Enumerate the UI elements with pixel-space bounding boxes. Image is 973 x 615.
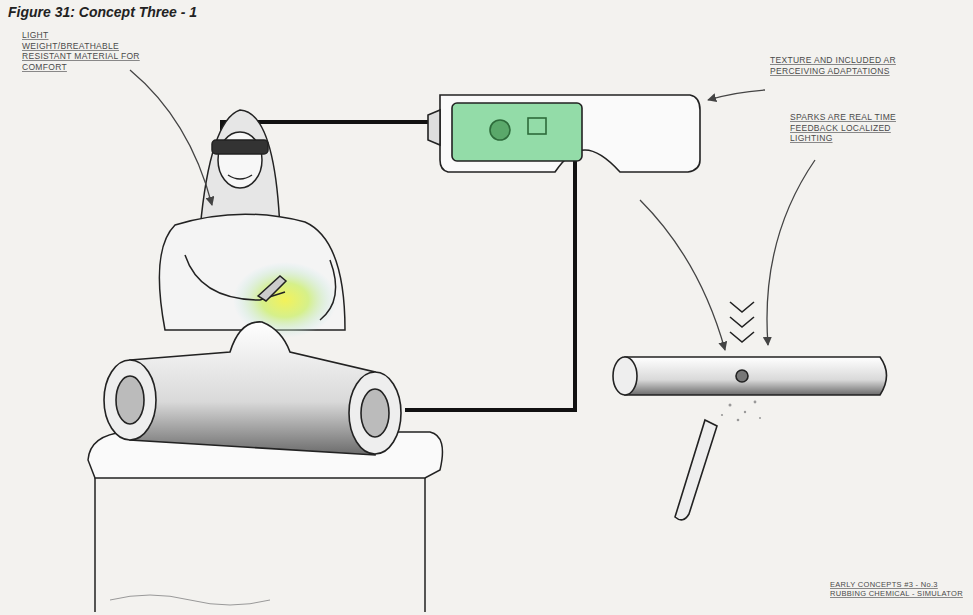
target-point bbox=[736, 370, 748, 382]
wire bbox=[405, 160, 575, 410]
pipe-body bbox=[625, 357, 887, 395]
pedestal bbox=[88, 432, 442, 612]
t-pipe bbox=[104, 322, 401, 455]
pipe-end bbox=[104, 360, 156, 440]
leaders bbox=[130, 70, 815, 350]
chevrons bbox=[730, 302, 754, 342]
leader-line bbox=[640, 200, 725, 350]
arm bbox=[320, 260, 336, 320]
annotation: EARLY CONCEPTS #3 - No.3 RUBBING CHEMICA… bbox=[830, 580, 965, 599]
pipe-end bbox=[349, 372, 401, 454]
pipe-bore bbox=[361, 389, 389, 437]
mouth bbox=[228, 175, 252, 179]
test-tube bbox=[675, 420, 717, 520]
arm bbox=[185, 255, 285, 300]
goggle-frame bbox=[440, 95, 700, 172]
ar-spark bbox=[490, 120, 510, 140]
pipe-body bbox=[130, 322, 375, 455]
camera bbox=[428, 110, 440, 145]
hood bbox=[200, 110, 280, 230]
annotation: TEXTURE AND INCLUDED AR PERCEIVING ADAPT… bbox=[770, 55, 900, 76]
leader-line bbox=[767, 160, 815, 345]
leader-line bbox=[130, 70, 212, 205]
headset bbox=[212, 140, 268, 154]
sketch-stroke bbox=[110, 595, 270, 605]
annotation: LIGHT WEIGHT/BREATHABLE RESISTANT MATERI… bbox=[22, 30, 140, 73]
goggles bbox=[428, 95, 700, 172]
stylus bbox=[258, 276, 286, 301]
pipe-end bbox=[613, 357, 637, 395]
figure-title: Figure 31: Concept Three - 1 bbox=[8, 4, 197, 22]
pedestal-side bbox=[95, 478, 425, 612]
ar-screen bbox=[452, 103, 582, 161]
pipe-detail bbox=[613, 302, 887, 520]
sparks bbox=[721, 401, 761, 422]
person bbox=[159, 110, 345, 338]
ar-marker bbox=[528, 118, 546, 134]
pipe-bore bbox=[116, 376, 144, 424]
leader-line bbox=[708, 90, 765, 100]
annotation: SPARKS ARE REAL TIME FEEDBACK LOCALIZED … bbox=[790, 112, 910, 144]
